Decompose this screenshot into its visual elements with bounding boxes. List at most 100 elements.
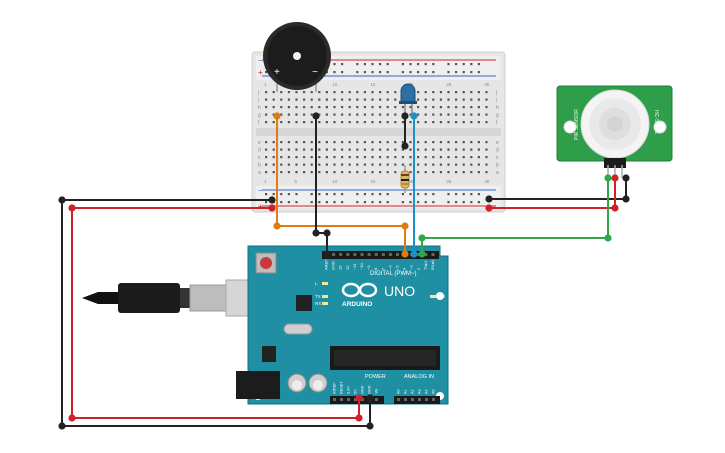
terminal-hole — [265, 106, 268, 109]
terminal-hole — [371, 106, 374, 109]
pir-label-right: HC-SR501 — [653, 110, 659, 134]
header-socket[interactable] — [396, 253, 399, 256]
header-socket[interactable] — [411, 398, 414, 401]
wire-endpoint[interactable] — [401, 142, 409, 150]
terminal-hole — [485, 141, 488, 144]
terminal-hole — [371, 156, 374, 159]
header-socket[interactable] — [333, 398, 336, 401]
rail-hole — [455, 193, 458, 196]
wire-pir-gnd[interactable] — [489, 178, 627, 200]
wire-endpoint[interactable] — [604, 174, 612, 182]
header-socket[interactable] — [340, 398, 343, 401]
wire-buzzer-gnd[interactable] — [315, 116, 328, 254]
wire-endpoint[interactable] — [366, 422, 374, 430]
wire-endpoint[interactable] — [622, 174, 630, 182]
wire-endpoint[interactable] — [611, 204, 619, 212]
wire-endpoint[interactable] — [418, 250, 426, 258]
wire-buzzer-signal[interactable] — [276, 116, 406, 254]
wire-endpoint[interactable] — [68, 414, 76, 422]
terminal-hole — [325, 148, 328, 151]
wire-endpoint[interactable] — [401, 222, 409, 230]
wire-endpoint[interactable] — [312, 112, 320, 120]
wire-endpoint[interactable] — [58, 422, 66, 430]
wire-endpoint[interactable] — [401, 112, 409, 120]
terminal-hole — [439, 148, 442, 151]
header-socket[interactable] — [346, 253, 350, 256]
terminal-hole — [287, 156, 290, 159]
wire-endpoint[interactable] — [604, 234, 612, 242]
wire-endpoint[interactable] — [268, 196, 276, 204]
reset-button[interactable] — [255, 252, 277, 274]
power-jack[interactable] — [236, 371, 280, 399]
header-socket[interactable] — [424, 253, 428, 256]
header-socket[interactable] — [360, 253, 364, 256]
wire-endpoint[interactable] — [355, 414, 363, 422]
wire-endpoint[interactable] — [355, 394, 363, 402]
header-socket[interactable] — [381, 253, 385, 256]
rail-hole — [379, 71, 382, 74]
header-socket[interactable] — [354, 398, 357, 401]
terminal-hole — [280, 163, 283, 166]
wire-endpoint[interactable] — [323, 229, 331, 237]
wire-endpoint[interactable] — [268, 204, 276, 212]
wire-pir-out[interactable] — [421, 178, 609, 254]
status-led — [322, 282, 328, 285]
terminal-hole — [394, 121, 397, 124]
rail-hole — [371, 71, 374, 74]
header-socket[interactable] — [332, 253, 336, 256]
header-socket[interactable] — [347, 398, 350, 401]
header-socket[interactable] — [425, 398, 428, 401]
wire-endpoint[interactable] — [410, 112, 418, 120]
terminal-hole — [348, 98, 351, 101]
header-socket[interactable] — [367, 253, 371, 256]
terminal-hole — [409, 163, 412, 166]
wire-endpoint[interactable] — [485, 195, 493, 203]
wire-pir-vcc[interactable] — [489, 178, 616, 209]
header-socket[interactable] — [361, 398, 364, 401]
header-socket[interactable] — [388, 253, 392, 256]
wire-endpoint[interactable] — [622, 195, 630, 203]
wire-endpoint[interactable] — [323, 250, 331, 258]
usb-cable — [82, 279, 267, 317]
terminal-hole — [310, 156, 313, 159]
wire-endpoint[interactable] — [312, 229, 320, 237]
terminal-hole — [379, 171, 382, 174]
arduino-logo: ARDUINO UNO — [341, 282, 415, 308]
terminal-hole — [280, 156, 283, 159]
header-socket[interactable] — [404, 398, 407, 401]
wire-endpoint[interactable] — [58, 196, 66, 204]
pir-sensor[interactable]: PIR SENSOR HC-SR501 — [556, 85, 673, 178]
terminal-hole — [272, 148, 275, 151]
wire-endpoint[interactable] — [418, 234, 426, 242]
wire-endpoint[interactable] — [273, 112, 281, 120]
header-socket[interactable] — [397, 398, 400, 401]
header-socket[interactable] — [432, 398, 435, 401]
header-socket[interactable] — [418, 398, 421, 401]
row-letter: a — [258, 170, 261, 176]
header-socket[interactable] — [339, 253, 343, 256]
wire-endpoint[interactable] — [611, 174, 619, 182]
terminal-hole — [363, 121, 366, 124]
wire-endpoint[interactable] — [68, 204, 76, 212]
header-socket[interactable] — [353, 253, 357, 256]
power-pin-label: GND — [368, 385, 372, 394]
analog-pin-label: A3 — [418, 389, 422, 394]
wire-endpoint[interactable] — [273, 222, 281, 230]
rail-hole — [409, 71, 412, 74]
header-socket[interactable] — [374, 253, 378, 256]
model-text: UNO — [384, 283, 415, 299]
wire-endpoint[interactable] — [366, 394, 374, 402]
terminal-hole — [417, 156, 420, 159]
resistor[interactable] — [400, 165, 410, 193]
header-socket[interactable] — [431, 253, 435, 256]
piezo-buzzer[interactable]: + − — [263, 22, 331, 92]
terminal-hole — [363, 148, 366, 151]
header-socket[interactable] — [375, 398, 378, 401]
wire-endpoint[interactable] — [410, 250, 418, 258]
terminal-hole — [394, 106, 397, 109]
rail-hole — [477, 63, 480, 66]
wire-endpoint[interactable] — [485, 204, 493, 212]
terminal-hole — [432, 141, 435, 144]
wire-endpoint[interactable] — [401, 250, 409, 258]
